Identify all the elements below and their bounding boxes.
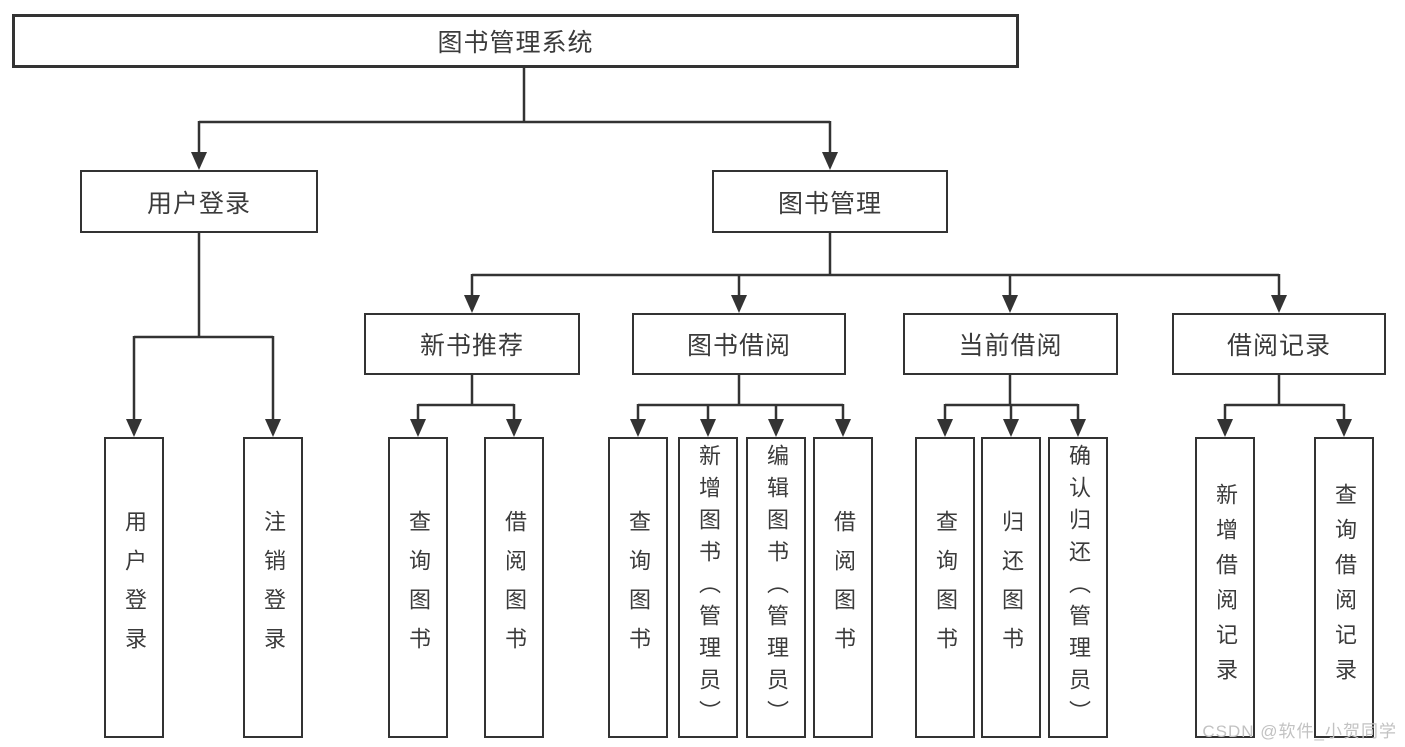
leaf-logout: 注销登录 — [243, 437, 303, 738]
node-borrow-records: 借阅记录 — [1172, 313, 1386, 375]
leaf-records-query: 查询借阅记录 — [1314, 437, 1374, 738]
csdn-watermark: CSDN @软件_小贺同学 — [1202, 722, 1397, 741]
node-user-login: 用户登录 — [80, 170, 318, 233]
leaf-newbook-query-label: 查询图书 — [406, 509, 431, 666]
leaf-newbook-borrow: 借阅图书 — [484, 437, 544, 738]
node-book-management: 图书管理 — [712, 170, 948, 233]
leaf-newbook-borrow-label: 借阅图书 — [502, 509, 527, 666]
leaf-records-add-label: 新增借阅记录 — [1213, 482, 1238, 693]
leaf-records-query-label: 查询借阅记录 — [1332, 482, 1357, 693]
leaf-records-add: 新增借阅记录 — [1195, 437, 1255, 738]
node-book-management-label: 图书管理 — [777, 189, 882, 218]
leaf-borrow-borrow: 借阅图书 — [813, 437, 873, 738]
node-user-login-label: 用户登录 — [146, 189, 251, 218]
node-new-book-recommend-label: 新书推荐 — [419, 332, 524, 360]
leaf-current-return: 归还图书 — [981, 437, 1041, 738]
node-new-book-recommend: 新书推荐 — [364, 313, 580, 375]
leaf-borrow-add-label: 新增图书（管理员） — [696, 443, 721, 732]
leaf-borrow-edit: 编辑图书（管理员） — [746, 437, 806, 738]
leaf-current-return-label: 归还图书 — [999, 509, 1024, 666]
leaf-borrow-query: 查询图书 — [608, 437, 668, 738]
leaf-borrow-edit-label: 编辑图书（管理员） — [764, 443, 789, 732]
node-root: 图书管理系统 — [12, 14, 1019, 68]
leaf-borrow-borrow-label: 借阅图书 — [831, 509, 856, 666]
node-borrow-records-label: 借阅记录 — [1226, 332, 1331, 360]
leaf-borrow-add: 新增图书（管理员） — [678, 437, 738, 738]
leaf-current-confirm-label: 确认归还（管理员） — [1066, 443, 1091, 732]
leaf-user-login-label: 用户登录 — [122, 509, 147, 666]
leaf-current-query: 查询图书 — [915, 437, 975, 738]
leaf-user-login: 用户登录 — [104, 437, 164, 738]
node-root-label: 图书管理系统 — [437, 29, 594, 57]
leaf-newbook-query: 查询图书 — [388, 437, 448, 738]
node-current-borrow: 当前借阅 — [903, 313, 1118, 375]
node-book-borrow-label: 图书借阅 — [686, 332, 791, 360]
leaf-current-query-label: 查询图书 — [933, 509, 958, 666]
leaf-borrow-query-label: 查询图书 — [626, 509, 651, 666]
node-book-borrow: 图书借阅 — [632, 313, 846, 375]
node-current-borrow-label: 当前借阅 — [958, 332, 1063, 360]
leaf-current-confirm: 确认归还（管理员） — [1048, 437, 1108, 738]
leaf-logout-label: 注销登录 — [261, 509, 286, 666]
